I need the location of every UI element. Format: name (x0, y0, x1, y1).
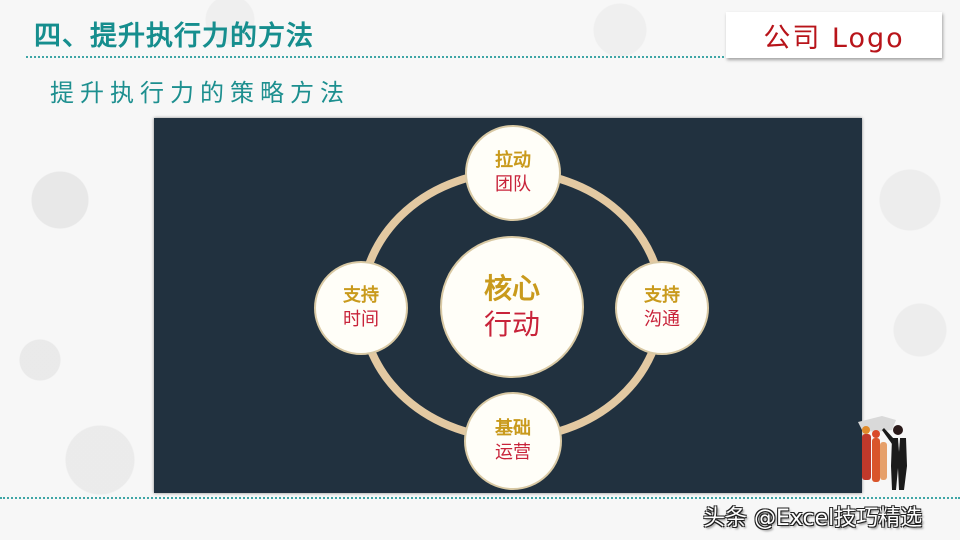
node-label-primary: 拉动 (495, 150, 531, 171)
business-people-illustration (858, 416, 907, 490)
node-pull-team: 拉动 团队 (465, 125, 561, 221)
diagram-panel: 拉动 团队 支持 时间 支持 沟通 基础 运营 核心 行动 (154, 118, 862, 493)
node-label-primary: 支持 (644, 285, 680, 306)
node-label-secondary: 沟通 (644, 309, 680, 330)
center-label-secondary: 行动 (483, 308, 540, 341)
node-label-secondary: 运营 (495, 442, 531, 463)
node-label-primary: 基础 (495, 418, 531, 439)
node-basic-operations: 基础 运营 (464, 392, 562, 490)
node-label-secondary: 团队 (495, 174, 531, 195)
center-label-primary: 核心 (483, 272, 540, 305)
watermark: 头条 @Excel技巧精选 (703, 506, 923, 531)
slide-subtitle: 提升执行力的策略方法 (50, 79, 350, 107)
footer-divider (0, 497, 960, 499)
node-label-secondary: 时间 (343, 309, 379, 330)
title-divider (26, 56, 728, 58)
logo-text: 公司 Logo (763, 22, 905, 54)
node-core-action: 核心 行动 (440, 236, 584, 378)
node-support-communication: 支持 沟通 (615, 261, 709, 355)
node-label-primary: 支持 (343, 285, 379, 306)
node-support-time: 支持 时间 (314, 261, 408, 355)
company-logo: 公司 Logo (726, 12, 942, 58)
slide-title: 四、提升执行力的方法 (34, 21, 314, 52)
